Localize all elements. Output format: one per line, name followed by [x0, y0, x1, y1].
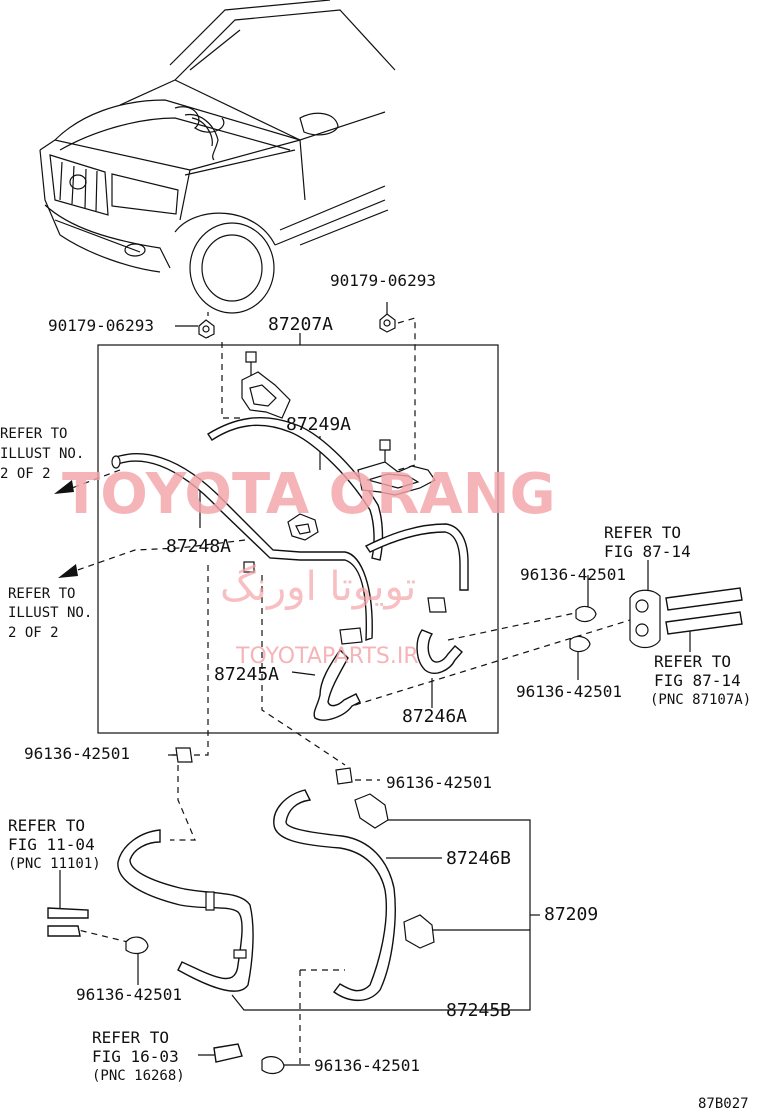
ref-illust-upper-line2: ILLUST NO.	[0, 446, 84, 462]
ref-fig-87-14-lower-line1: REFER TO	[654, 652, 731, 671]
ref-fig-11-04-line2: FIG 11-04	[8, 835, 95, 854]
reference-labels: REFER TO ILLUST NO. 2 OF 2 REFER TO ILLU…	[0, 426, 751, 1084]
arrow-icon-lower	[58, 564, 78, 578]
label-clamp-lower-left: 96136-42501	[76, 985, 182, 1004]
ref-fig-16-03-line2: FIG 16-03	[92, 1047, 179, 1066]
bolt-icon-left	[198, 319, 215, 339]
ref-fig-87-14-upper-line1: REFER TO	[604, 523, 681, 542]
label-87207a: 87207A	[268, 314, 333, 335]
label-bolt-right: 90179-06293	[330, 271, 436, 290]
ref-fig-87-14-lower-line2: FIG 87-14	[654, 671, 741, 690]
hose-assembly-upper	[111, 351, 469, 721]
ref-fig-11-04-line3: (PNC 11101)	[8, 856, 101, 872]
label-87245b: 87245B	[446, 1000, 511, 1021]
watermark-arabic: تويوتا اورنگ	[220, 564, 416, 610]
watermark-site: TOYOTAPARTS.IR	[235, 644, 419, 669]
label-87249a: 87249A	[286, 414, 351, 435]
ref-fig-87-14-upper-line2: FIG 87-14	[604, 542, 691, 561]
watermark: TOYOTA ORANG تويوتا اورنگ TOYOTAPARTS.IR	[62, 462, 556, 669]
label-clamp-right-lower: 96136-42501	[516, 682, 622, 701]
watermark-brand: TOYOTA ORANG	[62, 462, 556, 527]
connector-fig-87-14	[569, 587, 743, 653]
ref-illust-lower-line2: ILLUST NO.	[8, 605, 92, 621]
label-87245a: 87245A	[214, 664, 279, 685]
figure-code: 87B027	[698, 1096, 749, 1112]
ref-fig-87-14-lower-line3: (PNC 87107A)	[650, 692, 751, 708]
ref-fig-16-03-line1: REFER TO	[92, 1028, 169, 1047]
ref-illust-lower-line3: 2 OF 2	[8, 625, 59, 641]
leader-lines	[59, 302, 691, 1066]
bolt-icon-right	[379, 313, 396, 333]
ref-fig-11-04-line1: REFER TO	[8, 816, 85, 835]
ref-fig-16-03-line3: (PNC 16268)	[92, 1068, 185, 1084]
ref-illust-lower-line1: REFER TO	[8, 586, 75, 602]
label-87246b: 87246B	[446, 848, 511, 869]
hose-assembly-lower	[47, 747, 435, 1075]
ref-illust-upper-line1: REFER TO	[0, 426, 67, 442]
ref-illust-upper-line3: 2 OF 2	[0, 466, 51, 482]
arrow-icons	[54, 480, 78, 578]
label-clamp-bottom: 96136-42501	[314, 1056, 420, 1075]
label-87246a: 87246A	[402, 706, 467, 727]
arrow-icon-upper	[54, 480, 74, 494]
label-clamp-right-upper: 96136-42501	[520, 565, 626, 584]
label-clamp-center-mid: 96136-42501	[386, 773, 492, 792]
vehicle-illustration	[39, 0, 396, 314]
label-clamp-left-mid: 96136-42501	[24, 744, 130, 763]
label-bolt-left: 90179-06293	[48, 316, 154, 335]
part-labels: 90179-06293 90179-06293 87207A 87249A 87…	[24, 271, 626, 1075]
label-87248a: 87248A	[166, 536, 231, 557]
label-87209: 87209	[544, 904, 598, 925]
